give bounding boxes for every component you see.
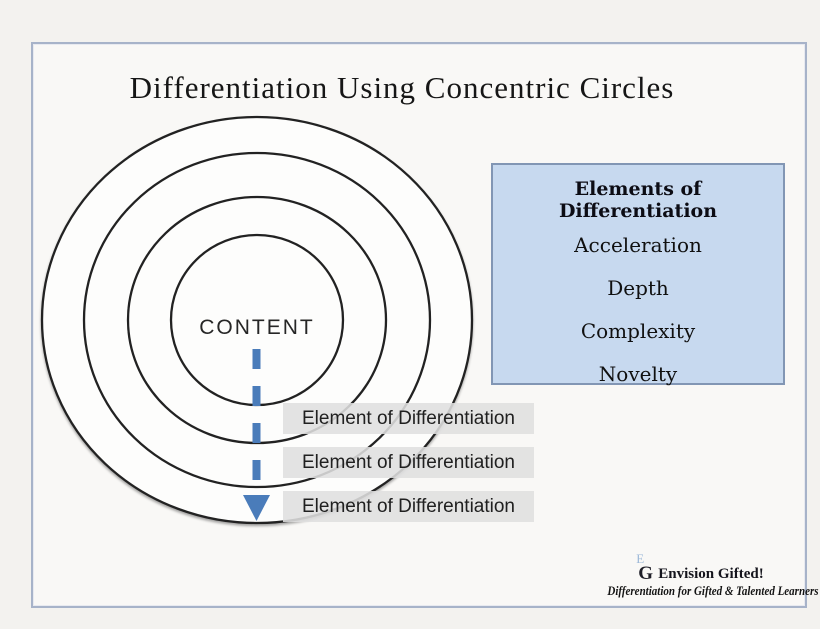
elements-box-item-complexity: Complexity	[580, 319, 696, 343]
element-of-differentiation-label-2: Element of Differentiation	[283, 447, 534, 478]
logo-tagline: Differentiation for Gifted & Talented Le…	[593, 584, 818, 599]
element-of-differentiation-label-1: Element of Differentiation	[283, 403, 534, 434]
elements-box-item-novelty: Novelty	[598, 362, 678, 386]
content-label: CONTENT	[199, 316, 315, 339]
element-of-differentiation-label-3: Element of Differentiation	[283, 491, 534, 522]
monogram-letter-e: E	[636, 551, 645, 566]
logo-tagline-text: Differentiation for Gifted & Talented Le…	[607, 584, 819, 598]
monogram-letter-g: G	[638, 563, 654, 584]
elements-box-title: Elements of Differentiation	[558, 178, 718, 222]
elements-of-differentiation-box: Elements of Differentiation Acceleration…	[491, 163, 785, 386]
eg-monogram-icon: E G	[632, 547, 653, 584]
slide-title: Differentiation Using Concentric Circles	[129, 70, 675, 105]
elements-box-item-acceleration: Acceleration	[574, 233, 702, 257]
envision-gifted-logo: E G Envision Gifted! Differentiation for…	[593, 547, 818, 599]
logo-name-row: E G Envision Gifted!	[593, 547, 803, 584]
logo-name: Envision Gifted!	[658, 566, 764, 582]
elements-box-item-depth: Depth	[607, 276, 669, 300]
